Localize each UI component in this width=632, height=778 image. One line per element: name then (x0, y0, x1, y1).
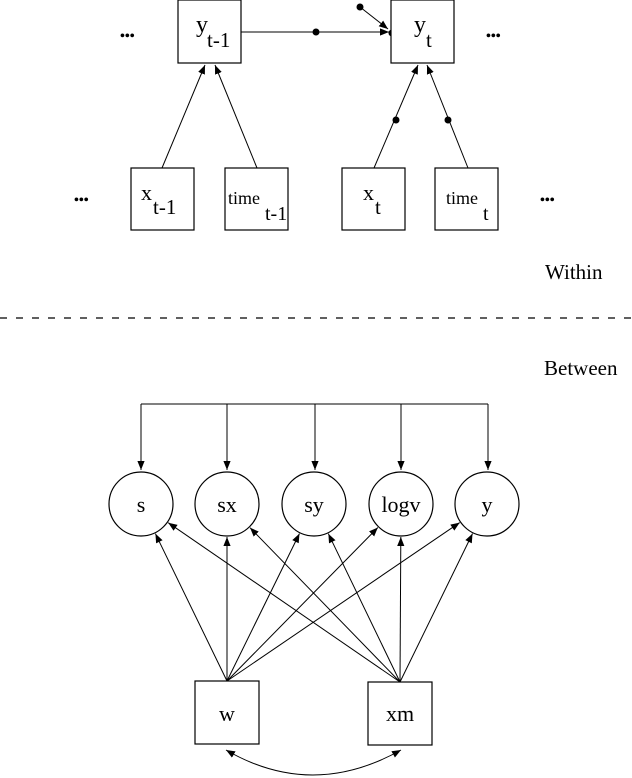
covariate-w: w (194, 680, 260, 745)
edge-xm-to-y (399, 533, 473, 683)
edge-xm-to-logv (397, 536, 405, 683)
latent-sy: sy (281, 471, 347, 537)
edge-xm-to-sy (327, 533, 401, 683)
ellipsis-bottom-left: ••• (74, 193, 89, 208)
latent-y: y (454, 471, 520, 537)
random-slope-dot (392, 116, 400, 124)
covariate-label: xm (386, 701, 414, 726)
random-slope-dot (444, 116, 452, 124)
between-label: Between (544, 356, 618, 380)
latent-label: s (137, 492, 146, 517)
within-label: Within (545, 260, 603, 284)
latent-sx: sx (194, 471, 260, 537)
latent-correlation-bracket (137, 403, 492, 470)
random-variance-dot (356, 3, 364, 11)
node-y-prev: y t-1 (177, 0, 242, 64)
node-y-cur: y t (390, 0, 455, 64)
ellipsis-top-right: ••• (486, 29, 501, 44)
edge-xprev-to-yprev (161, 64, 206, 169)
edge-timecur-to-ycur (426, 64, 469, 169)
covariance-w-xm (225, 749, 402, 776)
edge-w-to-sy (226, 533, 300, 682)
regression-edges (154, 522, 473, 683)
edge-w-to-y (226, 522, 461, 682)
node-label: y (414, 12, 426, 38)
latent-label: sy (304, 492, 324, 517)
node-label: time (228, 188, 260, 208)
node-time-prev: time t-1 (224, 167, 289, 231)
within-level: ••• ••• ••• ••• y t-1 y t x t-1 (74, 0, 603, 284)
random-slope-dot (312, 28, 320, 36)
ellipsis-top-left: ••• (120, 29, 135, 44)
node-subscript: t (483, 203, 489, 225)
covariate-xm: xm (367, 681, 433, 746)
edge-timeprev-to-yprev (214, 64, 258, 169)
between-level: Between s sx sy logv (108, 356, 618, 776)
node-x-prev: x t-1 (130, 167, 195, 231)
node-x-cur: x t (341, 167, 406, 231)
node-subscript: t-1 (153, 195, 176, 219)
latent-label: sx (217, 492, 237, 517)
latent-label: logv (381, 492, 420, 517)
latent-logv: logv (368, 471, 434, 537)
node-subscript: t (375, 195, 381, 219)
node-label: time (446, 188, 478, 208)
edge-xm-to-sx (249, 527, 401, 683)
covariate-label: w (219, 701, 235, 726)
edge-xm-to-s (167, 522, 401, 683)
ellipsis-bottom-right: ••• (540, 193, 555, 208)
edge-w-to-logv (226, 527, 379, 682)
node-label: y (196, 12, 208, 38)
node-label: x (141, 180, 152, 205)
node-subscript: t (426, 28, 432, 52)
node-label: x (363, 180, 374, 205)
node-time-cur: time t (434, 167, 499, 231)
node-subscript: t-1 (265, 203, 287, 225)
edge-variance-to-ycur (359, 6, 389, 30)
node-subscript: t-1 (207, 28, 230, 52)
latent-label: y (482, 492, 493, 517)
latent-s: s (108, 471, 174, 537)
edge-w-to-s (154, 533, 228, 682)
